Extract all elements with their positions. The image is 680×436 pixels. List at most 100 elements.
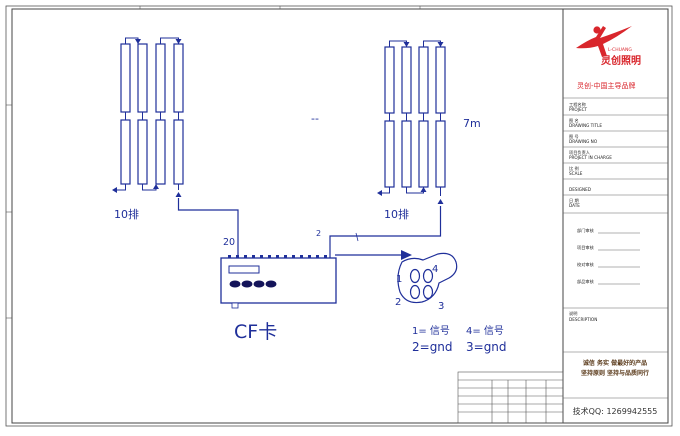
arrow-icon xyxy=(403,42,410,47)
serpentine-link xyxy=(116,184,126,191)
controller-button xyxy=(265,280,277,288)
outer-border xyxy=(5,5,673,427)
arrow-icon xyxy=(135,39,141,44)
motto-line-1: 诚信 务实 做最好的产品 xyxy=(583,359,647,367)
field-label-en: DRAWING NO xyxy=(569,139,598,144)
left-group-label: 10排 xyxy=(114,207,139,221)
wire-right xyxy=(329,206,442,258)
notes-en: DESCRIPTION xyxy=(569,317,597,322)
controller-button xyxy=(253,280,265,288)
field-label-en: DATE xyxy=(569,203,580,208)
field-label-en: PROJECT IN CHARGE xyxy=(569,155,612,160)
left-tube-group xyxy=(120,43,184,185)
connector-pin-1: 1 xyxy=(396,274,402,285)
field-label-en: PROJECT xyxy=(569,107,588,112)
logo-figure-icon xyxy=(576,26,632,57)
tube xyxy=(155,43,166,113)
field-label-cn: 项目负责人 xyxy=(569,149,591,156)
controller-foot xyxy=(231,302,239,309)
controller-body xyxy=(220,257,337,304)
logo-figure-head xyxy=(593,26,601,34)
controller-button xyxy=(241,280,253,288)
field-label-en: DRAWING TITLE xyxy=(569,123,602,128)
right-arrows xyxy=(377,42,444,204)
field-label-cn: 工程名称 xyxy=(569,101,586,108)
tube xyxy=(418,120,429,188)
tube xyxy=(173,119,184,185)
tube xyxy=(435,120,446,188)
wiring xyxy=(177,198,442,258)
field-label-cn: 比 例 xyxy=(569,165,579,172)
arrow-icon xyxy=(377,190,382,196)
tube xyxy=(137,43,148,113)
tube xyxy=(120,43,131,113)
serpentine-link xyxy=(423,40,441,47)
tube xyxy=(435,46,446,114)
revision-table xyxy=(457,371,564,424)
connector-pin xyxy=(422,268,434,284)
controller-ports xyxy=(228,255,327,258)
arrow-icon xyxy=(420,187,427,192)
notes-cn: 说明 xyxy=(569,310,577,317)
wire-tick xyxy=(355,232,359,242)
controller-box xyxy=(220,255,337,309)
connector-pin-4: 4 xyxy=(432,264,438,275)
field-label-cn: 日 期 xyxy=(569,198,579,204)
serpentine-link xyxy=(125,37,139,44)
tube xyxy=(173,43,184,113)
serpentine-link xyxy=(160,37,179,44)
tube xyxy=(384,120,395,188)
controller-button xyxy=(229,280,241,288)
logo-slogan: 灵创-中国主导品牌 xyxy=(577,81,636,90)
approval-label: 校对审核 xyxy=(577,261,595,268)
serpentine-link xyxy=(142,184,157,191)
connector-pin xyxy=(409,268,421,284)
controller-buttons xyxy=(229,280,277,288)
serpentine-link xyxy=(389,40,407,47)
arrow-icon xyxy=(401,250,412,260)
connector-pin xyxy=(422,284,434,300)
legend-line-3: 4= 信号 xyxy=(466,325,504,337)
motto-line-2: 坚持原则 坚持与品质同行 xyxy=(581,369,649,377)
title-block-frame xyxy=(562,8,669,424)
right-pin-label: 2 xyxy=(316,229,321,238)
connector-pin-2: 2 xyxy=(395,297,401,308)
arrow-icon xyxy=(112,187,117,193)
connector-pin-3: 3 xyxy=(438,301,444,312)
right-group-label: 10排 xyxy=(384,207,409,221)
field-label-cn: 图 号 xyxy=(569,134,579,140)
tube xyxy=(401,46,412,114)
serpentine-link xyxy=(381,187,390,194)
serpentine-link xyxy=(406,187,424,194)
tube xyxy=(401,120,412,188)
height-label: 7m xyxy=(463,117,481,130)
arrow-icon xyxy=(175,192,182,197)
contact-text: 技术QQ: 1269942555 xyxy=(573,406,658,416)
legend-line-2: 2=gnd xyxy=(412,340,453,354)
field-label-en: SCALE xyxy=(569,171,583,176)
arrow-icon xyxy=(175,39,182,44)
controller-display xyxy=(228,265,260,274)
field-label-en: DESIGNED xyxy=(569,187,591,192)
approval-label: 部门审核 xyxy=(577,227,595,234)
approval-label: 部品审核 xyxy=(577,278,595,285)
field-label-cn: 图 名 xyxy=(569,117,579,124)
tube xyxy=(120,119,131,185)
connector-plug xyxy=(397,252,458,304)
legend-line-1: 1= 信号 xyxy=(412,325,450,337)
connector-pin xyxy=(409,284,421,300)
right-tube-group xyxy=(384,46,446,188)
tube xyxy=(384,46,395,114)
approval-label: 项目审核 xyxy=(577,244,595,251)
wire-left xyxy=(177,198,239,258)
arrow-icon xyxy=(437,199,444,204)
arrow-icon xyxy=(153,184,159,189)
tube xyxy=(137,119,148,185)
logo: L-CHUANG 灵创照明 灵创-中国主导品牌 xyxy=(576,26,641,90)
gap-mark: -- xyxy=(311,112,319,125)
